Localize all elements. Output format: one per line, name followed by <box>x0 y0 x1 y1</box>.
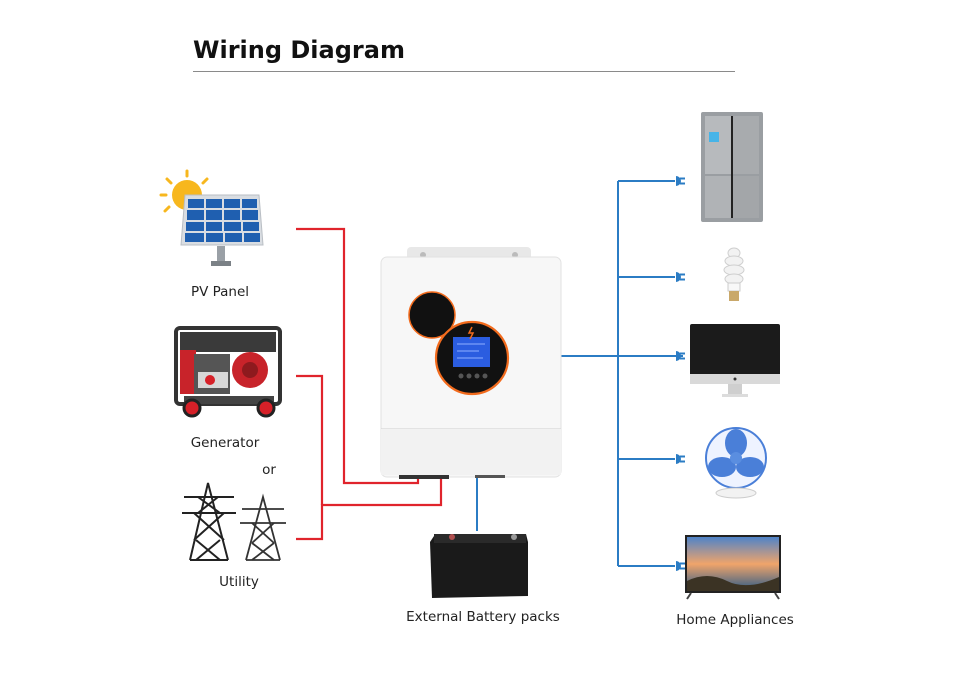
plug-icon <box>676 176 685 571</box>
utility-wire <box>296 474 443 541</box>
appliance-branches <box>618 180 675 567</box>
or-label: or <box>262 462 276 478</box>
pv-panel-icon <box>159 169 264 266</box>
monitor-icon <box>690 324 780 397</box>
generator-wire <box>296 374 324 505</box>
home-appliances-label: Home Appliances <box>676 612 794 628</box>
television-icon <box>685 535 781 600</box>
battery-icon <box>430 534 528 598</box>
utility-label: Utility <box>219 574 259 590</box>
pv-wire <box>296 227 420 485</box>
title-divider <box>193 71 735 72</box>
generator-label: Generator <box>190 435 260 451</box>
fan-icon <box>705 427 767 499</box>
pv-panel-label: PV Panel <box>190 284 250 300</box>
generator-icon <box>174 326 282 418</box>
light-bulb-icon <box>723 247 745 301</box>
diagram-title: Wiring Diagram <box>193 36 405 64</box>
utility-tower-icon <box>182 482 286 561</box>
inverter-icon[interactable] <box>375 245 565 481</box>
refrigerator-icon <box>701 112 763 222</box>
battery-label: External Battery packs <box>406 609 560 625</box>
